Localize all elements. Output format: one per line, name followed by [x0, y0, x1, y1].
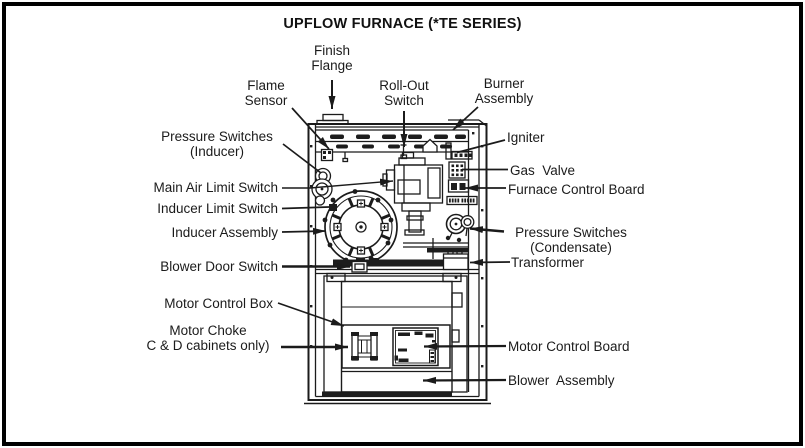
leader-burner-assembly: [452, 106, 479, 131]
leader-pressure-condensate: [469, 226, 505, 234]
leader-motor-control-board: [423, 342, 507, 350]
label-transformer: Transformer: [511, 255, 585, 270]
leader-main-air-limit: [282, 178, 394, 189]
transformer-drawing: [442, 249, 469, 271]
leader-lines: [277, 80, 511, 384]
inducer-pressure-switches-drawing: [311, 167, 333, 206]
leader-igniter: [456, 139, 506, 154]
furnace-control-board-drawing: [446, 161, 478, 206]
label-inducer-limit-switch: Inducer Limit Switch: [157, 201, 278, 216]
leader-motor-control-box: [277, 302, 345, 327]
label-motor-control-board: Motor Control Board: [508, 339, 630, 354]
motor-choke-drawing: [351, 332, 378, 361]
leader-transformer: [469, 258, 511, 266]
leader-blower-assembly: [422, 376, 507, 384]
label-finish-flange: Finish Flange: [311, 43, 353, 74]
label-main-air-limit-switch: Main Air Limit Switch: [153, 180, 278, 195]
condensate-pressure-switches-drawing: [445, 213, 475, 243]
leader-inducer-assembly: [281, 227, 327, 235]
label-pressure-switches-inducer: Pressure Switches (Inducer): [161, 129, 273, 160]
blower-door-switch-drawing: [351, 260, 368, 273]
leader-flame-sensor: [291, 107, 330, 150]
label-inducer-assembly: Inducer Assembly: [171, 225, 278, 240]
label-igniter: Igniter: [507, 130, 545, 145]
label-pressure-switches-condensate: Pressure Switches (Condensate): [515, 225, 627, 256]
label-furnace-control-board: Furnace Control Board: [508, 182, 645, 197]
label-motor-control-box: Motor Control Box: [164, 296, 273, 311]
burner-assembly-drawing: [315, 129, 469, 153]
flame-sensor-drawing: [320, 148, 349, 163]
leader-inducer-limit: [281, 206, 330, 210]
label-burner-assembly: Burner Assembly: [474, 76, 534, 107]
inducer-assembly-drawing: [322, 189, 398, 266]
label-rollout-switch: Roll-Out Switch: [379, 78, 429, 109]
leader-pressure-inducer: [282, 143, 322, 174]
label-flame-sensor: Flame Sensor: [244, 78, 288, 109]
label-motor-choke: Motor Choke C & D cabinets only): [146, 323, 270, 354]
label-blower-door-switch: Blower Door Switch: [160, 259, 278, 274]
label-gas-valve: Gas Valve: [510, 163, 576, 178]
label-blower-assembly: Blower Assembly: [508, 373, 615, 388]
finish-flange-drawing: [316, 113, 349, 125]
page-title: UPFLOW FURNACE (*TE SERIES): [283, 16, 522, 32]
